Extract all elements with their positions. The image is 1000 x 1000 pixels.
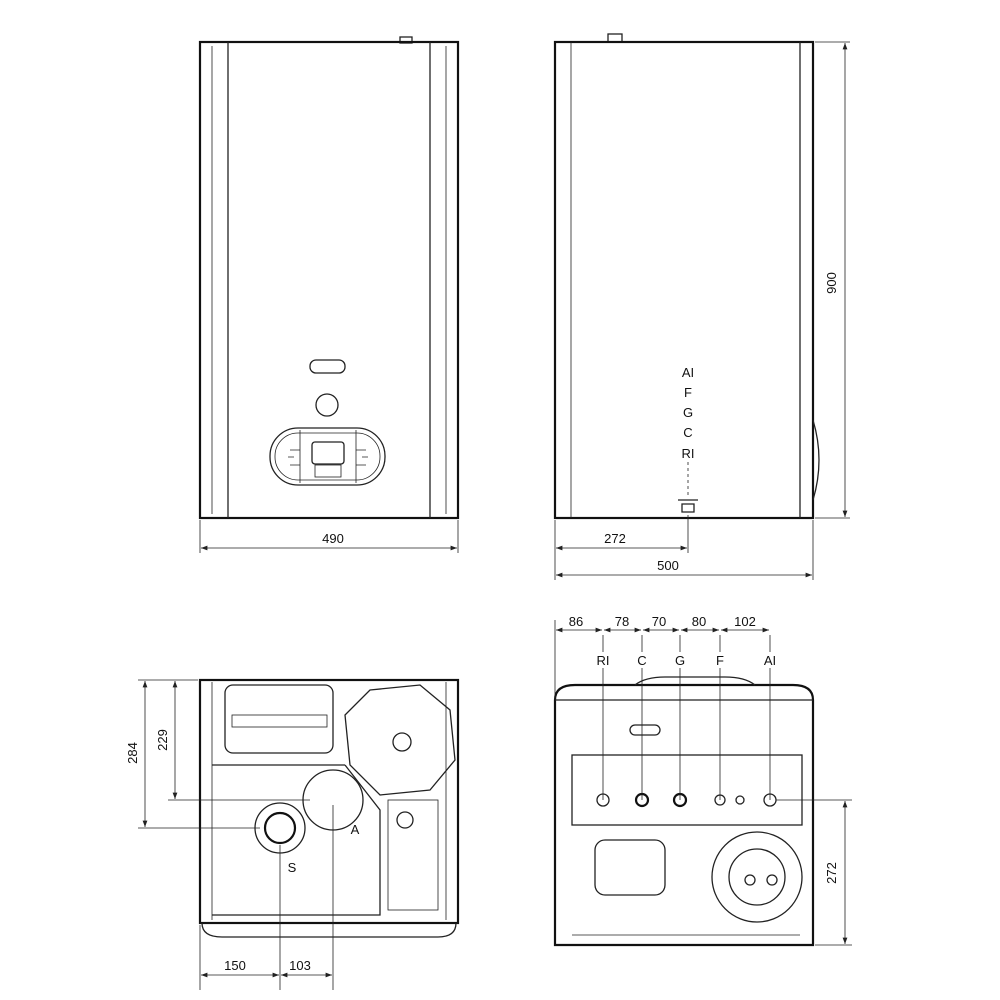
depth-dimension: 500: [657, 558, 679, 573]
label-ri: RI: [597, 653, 610, 668]
label-a: A: [351, 822, 360, 837]
label-ai: AI: [764, 653, 776, 668]
dimension-284: 284: [125, 742, 140, 764]
dimension-103: 103: [289, 958, 311, 973]
fan-assembly: [224, 684, 334, 754]
connection-fittings: [678, 499, 698, 513]
heat-exchanger: [344, 684, 456, 796]
front-width-dimension: 490: [322, 531, 344, 546]
bottom-casing: [553, 683, 815, 947]
dimension-150: 150: [224, 958, 246, 973]
spacing-86: 86: [569, 614, 583, 629]
pump-assembly: [387, 799, 439, 911]
side-view: 900 AI F G C RI 272 500: [553, 33, 850, 580]
power-knob: [315, 393, 339, 417]
spacing-80: 80: [692, 614, 706, 629]
label-g: G: [675, 653, 685, 668]
pump: [711, 831, 803, 923]
spacing-78: 78: [615, 614, 629, 629]
expansion-vessel: [594, 839, 666, 896]
label-ri: RI: [682, 446, 695, 461]
top-fitting: [607, 33, 623, 43]
label-f: F: [716, 653, 724, 668]
label-c: C: [683, 425, 692, 440]
dimension-229: 229: [155, 729, 170, 751]
height-dimension: 900: [824, 272, 839, 294]
spacing-70: 70: [652, 614, 666, 629]
label-c: C: [637, 653, 646, 668]
dimension-272: 272: [824, 862, 839, 884]
display-screen: [311, 441, 345, 465]
indicator-slot: [309, 359, 346, 374]
label-s: S: [288, 860, 297, 875]
label-g: G: [683, 405, 693, 420]
connection-manifold: [571, 754, 803, 826]
front-casing: [198, 40, 460, 520]
side-casing: [553, 40, 815, 520]
bottom-casing: [198, 678, 460, 925]
bottom-right-view: 86 78 70 80 102 RI C G F AI 272: [553, 614, 852, 947]
spacing-102: 102: [734, 614, 756, 629]
bottom-left-view: S A 284 229 150 103: [125, 678, 460, 990]
label-f: F: [684, 385, 692, 400]
control-panel: [269, 427, 386, 486]
connection-offset-dimension: 272: [604, 531, 626, 546]
front-view: 490: [198, 36, 460, 553]
label-ai: AI: [682, 365, 694, 380]
